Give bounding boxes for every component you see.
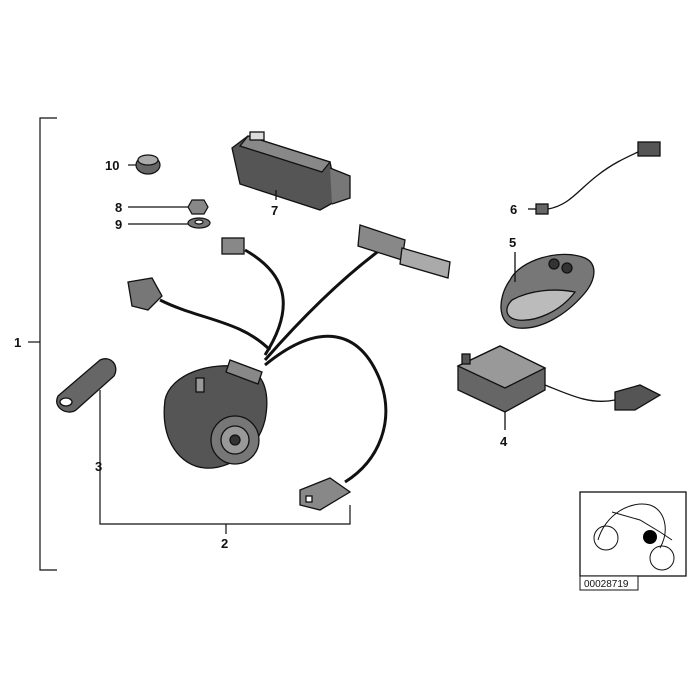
callout-9: 9 bbox=[115, 217, 122, 232]
callout-8: 8 bbox=[115, 200, 122, 215]
reference-number-box bbox=[579, 575, 639, 591]
part-9-washer bbox=[128, 217, 211, 229]
part-5-remote-control bbox=[500, 252, 595, 329]
callout-1: 1 bbox=[14, 335, 21, 350]
callout-6: 6 bbox=[510, 202, 517, 217]
reference-number: 00028719 bbox=[584, 579, 629, 590]
part-3-key bbox=[56, 358, 117, 413]
callout-3: 3 bbox=[95, 459, 102, 474]
part-7-control-unit bbox=[231, 131, 351, 211]
callout-4: 4 bbox=[500, 434, 508, 449]
callout-10: 10 bbox=[105, 158, 119, 173]
part-4-receiver bbox=[456, 345, 662, 430]
part-8-nut bbox=[128, 199, 209, 215]
part-10-cap bbox=[128, 154, 161, 175]
bracket-2 bbox=[99, 390, 351, 534]
part-6-sensor-cable bbox=[528, 141, 661, 215]
callout-7: 7 bbox=[271, 203, 278, 218]
location-marker bbox=[643, 530, 657, 544]
location-inset bbox=[579, 491, 687, 577]
part-2-harness bbox=[127, 224, 451, 511]
callout-2: 2 bbox=[221, 536, 228, 551]
bracket-1 bbox=[28, 117, 57, 571]
callout-5: 5 bbox=[509, 235, 516, 250]
